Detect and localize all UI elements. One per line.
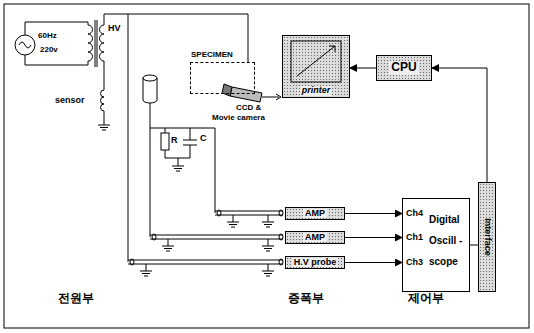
electrode (143, 78, 157, 103)
plot-frame (291, 41, 341, 82)
ground-symbol (140, 271, 152, 276)
camera-body (230, 87, 262, 102)
ground-symbol (172, 166, 184, 171)
primary-coil (25, 22, 93, 65)
section-label: 증폭부 (288, 292, 324, 305)
node-text: Interface (482, 218, 492, 256)
signal-connector (470, 245, 478, 246)
electrode-top (143, 75, 157, 81)
hv-tap-wire (128, 14, 129, 262)
cable-end (217, 210, 283, 216)
node-text: AMP (303, 233, 327, 243)
ground-lead (233, 215, 234, 222)
section-label: 제어부 (408, 292, 444, 305)
section-label: 전원부 (58, 292, 94, 305)
part-label: Movie camera (212, 114, 265, 123)
cable-end (130, 259, 283, 265)
ground-symbol (162, 246, 174, 251)
ac-source (15, 35, 35, 55)
part-label: 60Hz (38, 32, 57, 41)
node-text: Ch3 (406, 258, 423, 268)
ground-lead (268, 264, 269, 271)
signal-connector (432, 68, 487, 182)
printer-box: printer (282, 35, 350, 98)
plot-trace (297, 46, 335, 76)
ground-symbol (98, 125, 110, 130)
ground-lead (268, 215, 269, 222)
node-text: Ch4 (406, 209, 423, 219)
node-text: CPU (389, 61, 418, 74)
amp-box: AMP (285, 207, 345, 220)
ground-lead (168, 239, 169, 246)
cable-end (152, 234, 283, 240)
part-label: sensor (55, 96, 85, 106)
ground-symbol (262, 246, 274, 251)
coax-cable (128, 260, 283, 264)
part-label: CCD & (236, 104, 261, 113)
cables-grounds (98, 125, 283, 276)
part-label: 220v (40, 46, 58, 55)
ac-wave (19, 42, 31, 48)
node-text: printer (300, 86, 333, 96)
resistor-symbol (161, 133, 169, 150)
part-label: R (171, 136, 178, 146)
signal-connector (345, 262, 402, 263)
ground-symbol (262, 222, 274, 227)
probe-box: H.V probe (285, 256, 345, 269)
transformer-core (95, 20, 97, 67)
coax-cable (215, 211, 283, 215)
specimen-box: SPECIMEN (190, 62, 255, 94)
signal-connector (350, 68, 376, 69)
ground-lead (268, 239, 269, 246)
outer-frame (4, 4, 529, 328)
node-text: AMP (303, 209, 327, 219)
camera-to-printer (262, 97, 279, 98)
cpu-box: CPU (376, 55, 432, 81)
secondary-coil-sensor (100, 14, 249, 125)
node-text: SPECIMEN (191, 51, 233, 60)
ground-symbol (262, 271, 274, 276)
node-text: H.V probe (292, 258, 339, 268)
camera-lens (222, 84, 232, 96)
arrow-head (276, 94, 281, 100)
oscilloscope-box: Ch4Ch1Ch3 Digital Oscill -scope (402, 198, 470, 292)
ground-symbol (227, 222, 239, 227)
coax-cable (150, 235, 283, 239)
signal-connector (345, 213, 402, 214)
node-text: Ch1 (406, 233, 423, 243)
amp-box: AMP (285, 231, 345, 244)
part-label: HV (108, 24, 121, 34)
part-label: C (200, 134, 207, 144)
signal-connector (345, 237, 402, 238)
ground-lead (146, 264, 147, 271)
rc-circuit (150, 103, 215, 237)
interface-box: Interface (478, 182, 496, 292)
node-text: Digital Oscill -scope (429, 209, 469, 272)
